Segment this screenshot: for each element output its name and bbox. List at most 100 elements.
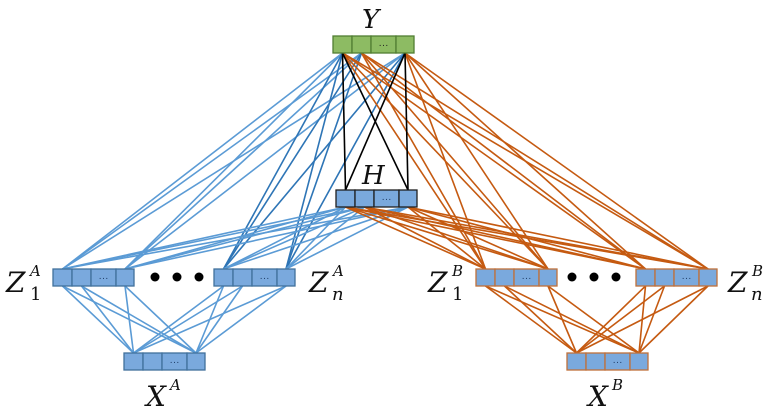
svg-text:1: 1 xyxy=(30,284,41,305)
edge-xb-znb xyxy=(638,285,647,354)
neuron-cell xyxy=(475,268,496,287)
node-layer-y: ··· xyxy=(332,35,415,54)
ellipsis-text: ··· xyxy=(170,357,180,368)
label-y: Y xyxy=(362,5,382,35)
edge-z1b-h xyxy=(364,206,486,270)
svg-text:Z: Z xyxy=(427,266,448,299)
ellipsis-text: ··· xyxy=(613,357,623,368)
dots-b xyxy=(567,272,621,282)
edge-xa-z1a xyxy=(61,285,135,354)
edge-z1b-h xyxy=(345,206,486,270)
edge-xb-znb xyxy=(638,285,709,354)
neuron-cell xyxy=(354,189,375,208)
edge-z1a-y xyxy=(124,52,406,270)
edge-xa-z1a xyxy=(81,285,197,354)
edge-zna-y xyxy=(285,52,344,270)
edge-zna-y xyxy=(222,52,363,270)
node-layer-h: ··· xyxy=(335,189,418,208)
edge-xb-z1b xyxy=(485,285,640,354)
edge-zna-h xyxy=(223,206,346,270)
edge-xb-znb xyxy=(575,285,647,354)
edge-xb-z1b xyxy=(504,285,640,354)
edge-xa-zna xyxy=(133,285,243,354)
node-layer-z1a: ··· xyxy=(52,268,135,287)
edge-z1b-y xyxy=(404,52,549,270)
neuron-cell xyxy=(335,189,356,208)
svg-text:A: A xyxy=(331,262,344,280)
edge-h-y xyxy=(341,52,409,191)
edge-xa-zna xyxy=(195,285,287,354)
edge-znb-y xyxy=(342,52,646,270)
node-layer-xa: ··· xyxy=(123,352,206,371)
edge-z1a-h xyxy=(124,206,409,270)
ellipsis-text: ··· xyxy=(382,194,392,205)
edge-znb-h xyxy=(364,206,646,270)
edge-zna-y xyxy=(222,52,344,270)
svg-text:n: n xyxy=(332,284,344,305)
neuron-cell xyxy=(566,352,587,371)
label-xb: X B xyxy=(586,376,623,413)
neuron-cell xyxy=(142,352,163,371)
edge-z1a-h xyxy=(62,206,365,270)
edge-zna-h xyxy=(285,206,347,270)
neuron-cell xyxy=(494,268,515,287)
label-xa: X A xyxy=(144,376,181,413)
node-layer-zna: ··· xyxy=(213,268,296,287)
edge-xb-z1b xyxy=(485,285,577,354)
edge-zna-h xyxy=(285,206,409,270)
edge-xa-zna xyxy=(195,285,244,354)
svg-text:1: 1 xyxy=(452,284,463,305)
ellipsis-text: ··· xyxy=(379,40,389,51)
neuron-cell xyxy=(629,352,649,371)
svg-text:A: A xyxy=(28,262,41,280)
svg-text:X: X xyxy=(586,380,609,413)
svg-text:B: B xyxy=(451,262,463,280)
edge-znb-y xyxy=(342,52,709,270)
svg-text:n: n xyxy=(751,284,763,305)
svg-text:B: B xyxy=(751,262,763,280)
nodes-layer: ··· ··· ··· ··· ··· ··· ··· ··· xyxy=(52,35,718,371)
ellipsis-text: ··· xyxy=(260,273,270,284)
neuron-cell xyxy=(123,352,144,371)
neuron-cell xyxy=(538,268,558,287)
svg-text:Z: Z xyxy=(727,266,748,299)
svg-text:Z: Z xyxy=(308,266,329,299)
edge-xb-z1b xyxy=(503,285,578,354)
node-layer-xb: ··· xyxy=(566,352,649,371)
edge-xa-z1a xyxy=(124,285,197,354)
ellipsis-text: ··· xyxy=(522,273,532,284)
edge-znb-y xyxy=(404,52,709,270)
edge-zna-y xyxy=(285,52,363,270)
label-z1a: Z A 1 xyxy=(5,262,41,305)
node-layer-znb: ··· xyxy=(635,268,718,287)
ellipsis-text: ··· xyxy=(682,273,692,284)
neuron-cell xyxy=(585,352,606,371)
edge-z1b-h xyxy=(407,206,549,270)
edge-znb-y xyxy=(361,52,709,270)
edge-z1a-y xyxy=(124,52,344,270)
label-h: H xyxy=(361,161,386,191)
svg-text:B: B xyxy=(611,376,623,394)
node-layer-z1b: ··· xyxy=(475,268,558,287)
edge-xa-z1a xyxy=(62,285,197,354)
edges-layer xyxy=(61,52,709,354)
edge-zna-h xyxy=(285,206,365,270)
label-zna: Z A n xyxy=(308,262,344,305)
neuron-cell xyxy=(232,268,253,287)
edge-xa-z1a xyxy=(80,285,135,354)
edge-xb-znb xyxy=(638,285,666,354)
edge-znb-h xyxy=(407,206,709,270)
label-znb: Z B n xyxy=(727,262,763,305)
edge-znb-y xyxy=(361,52,646,270)
svg-text:X: X xyxy=(144,380,167,413)
neuron-cell xyxy=(351,35,372,54)
edge-z1a-y xyxy=(62,52,362,270)
ellipsis-text: ··· xyxy=(99,273,109,284)
dots-a xyxy=(150,272,204,282)
edge-zna-h xyxy=(223,206,365,270)
neuron-cell xyxy=(213,268,234,287)
edge-z1b-y xyxy=(341,52,549,270)
edge-xa-zna xyxy=(133,285,224,354)
edge-h-y xyxy=(404,52,409,191)
